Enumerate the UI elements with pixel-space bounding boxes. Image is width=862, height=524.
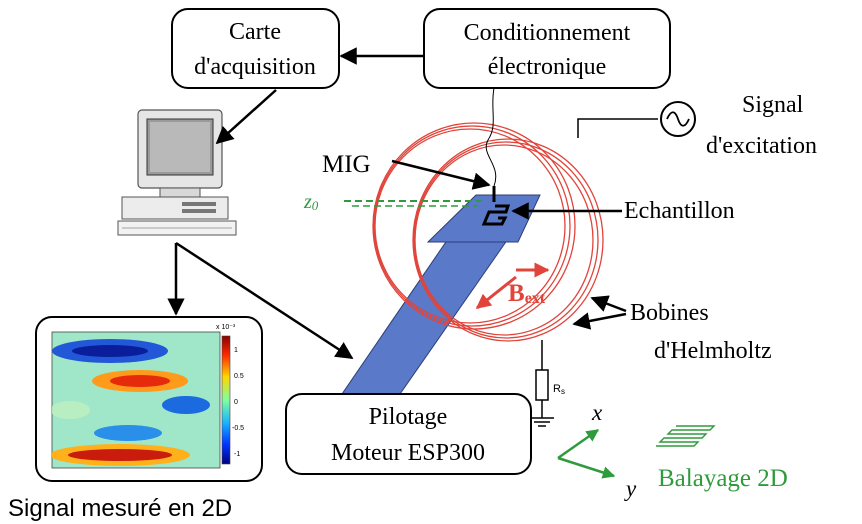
motor-control-box: Pilotage Moteur ESP300 [285,393,532,475]
sample-label: Echantillon [624,198,735,224]
colorbar-tick: 0.5 [234,373,244,380]
conditioning-label-line1: Conditionnement [464,20,631,46]
acquisition-card-box: Carte d'acquisition [171,8,340,89]
computer-icon [117,109,237,236]
scan-2d-label: Balayage 2D [658,465,788,492]
helmholtz-coils [372,122,604,342]
colorbar-tick: 1 [234,347,238,354]
acquisition-label-line2: d'acquisition [194,54,316,80]
coils-pointer-2 [572,312,627,330]
xy-axes [557,428,616,479]
z0-label: z0 [303,191,319,213]
excitation-signal-label-line2: d'excitation [706,133,817,159]
conditioning-box: Conditionnement électronique [423,8,671,89]
mig-pointer [391,159,491,190]
mig-label: MIG [322,151,371,178]
colorbar-tick: -0.5 [232,425,244,432]
colorbar-tick: -1 [234,451,240,458]
heatmap-colorbar [221,335,231,465]
coils-label-line2: d'Helmholtz [654,338,772,364]
bext-label: Bext [508,280,546,307]
measured-signal-map: x 10⁻³ 1 0.5 0 -0.5 -1 [35,316,263,482]
sample-plate [426,194,541,243]
colorbar-tick: 0 [234,399,238,406]
resistor-rs [530,340,554,427]
sample-pattern [481,204,511,226]
ac-source-icon [660,101,696,137]
axis-y-label: y [624,476,637,501]
arrow-acquisition-to-computer [215,89,277,145]
sensor-wire [485,87,497,187]
heatmap-scale-label: x 10⁻³ [216,324,236,331]
excitation-wire [577,118,658,138]
coils-label-line1: Bobines [630,300,709,326]
acquisition-label-line1: Carte [229,19,281,45]
scan-pattern-icon [656,425,716,447]
motor-control-label-line2: Moteur ESP300 [331,440,485,466]
measured-signal-caption: Signal mesuré en 2D [8,495,232,522]
rs-label: Rs [553,383,565,396]
axis-x-label: x [591,400,603,425]
motor-control-label-line1: Pilotage [369,404,448,430]
conditioning-label-line2: électronique [488,54,607,80]
arrow-computer-to-stage [175,241,354,360]
excitation-signal-label-line1: Signal [742,92,804,118]
coils-pointer-1 [590,295,627,313]
bext-arrow-diagonal [475,275,517,310]
